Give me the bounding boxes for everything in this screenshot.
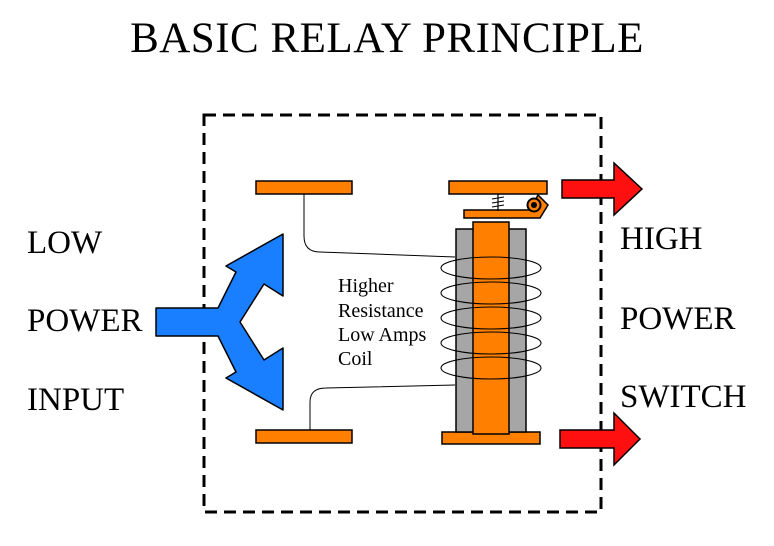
coil-lead-bottom	[309, 384, 456, 430]
coil-core	[472, 221, 510, 435]
contact-spring-coils	[491, 196, 505, 208]
left-label-input: INPUT	[27, 382, 125, 418]
switch-terminal-top	[448, 180, 548, 195]
armature-pivot-center	[531, 202, 537, 208]
input-arrow	[155, 233, 284, 411]
output-arrow-top	[561, 161, 644, 217]
coil-label-line-2: Resistance	[338, 300, 424, 322]
output-arrow-bottom	[559, 411, 642, 467]
coil-label-line-1: Higher	[338, 275, 394, 297]
diagram-title: BASIC RELAY PRINCIPLE	[130, 15, 644, 62]
coil-label-line-3: Low Amps	[338, 324, 427, 346]
coil-terminal-bottom	[255, 429, 353, 444]
right-label-power: POWER	[620, 301, 736, 337]
coil-label-line-4: Coil	[338, 348, 373, 370]
coil-lead-top	[303, 194, 456, 258]
coil-terminal-top	[255, 180, 353, 195]
right-label-high: HIGH	[620, 221, 703, 257]
left-label-power: POWER	[27, 303, 143, 339]
left-label-low: LOW	[27, 225, 103, 261]
right-label-switch: SWITCH	[620, 379, 747, 415]
coil-windings	[440, 256, 542, 380]
